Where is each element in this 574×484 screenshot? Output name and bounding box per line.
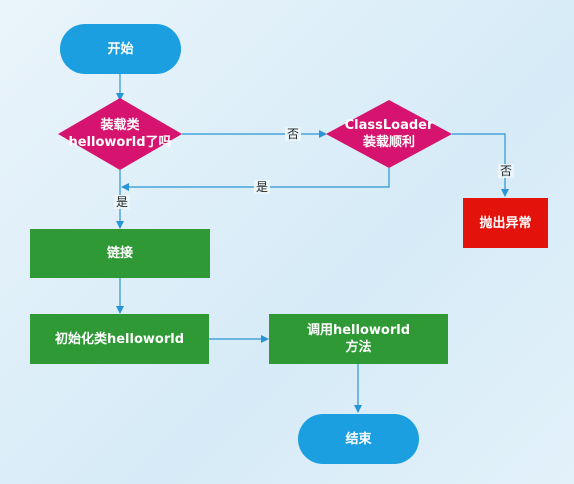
link-box [30,229,210,278]
throw-exception-box [463,198,548,248]
decision-classloader-diamond [326,100,452,168]
init-class-box [30,314,209,364]
call-method-box [269,314,448,364]
end-terminal [298,414,419,464]
start-terminal [60,24,181,74]
edge-label-yes-down: 是 [114,195,131,209]
edge-label-no-2: 否 [498,164,515,178]
edge-label-yes-back: 是 [254,180,271,194]
edge-label-no-1: 否 [285,127,302,141]
decision-loaded-diamond [58,98,182,170]
edge-classloader-yes-back [121,168,390,191]
